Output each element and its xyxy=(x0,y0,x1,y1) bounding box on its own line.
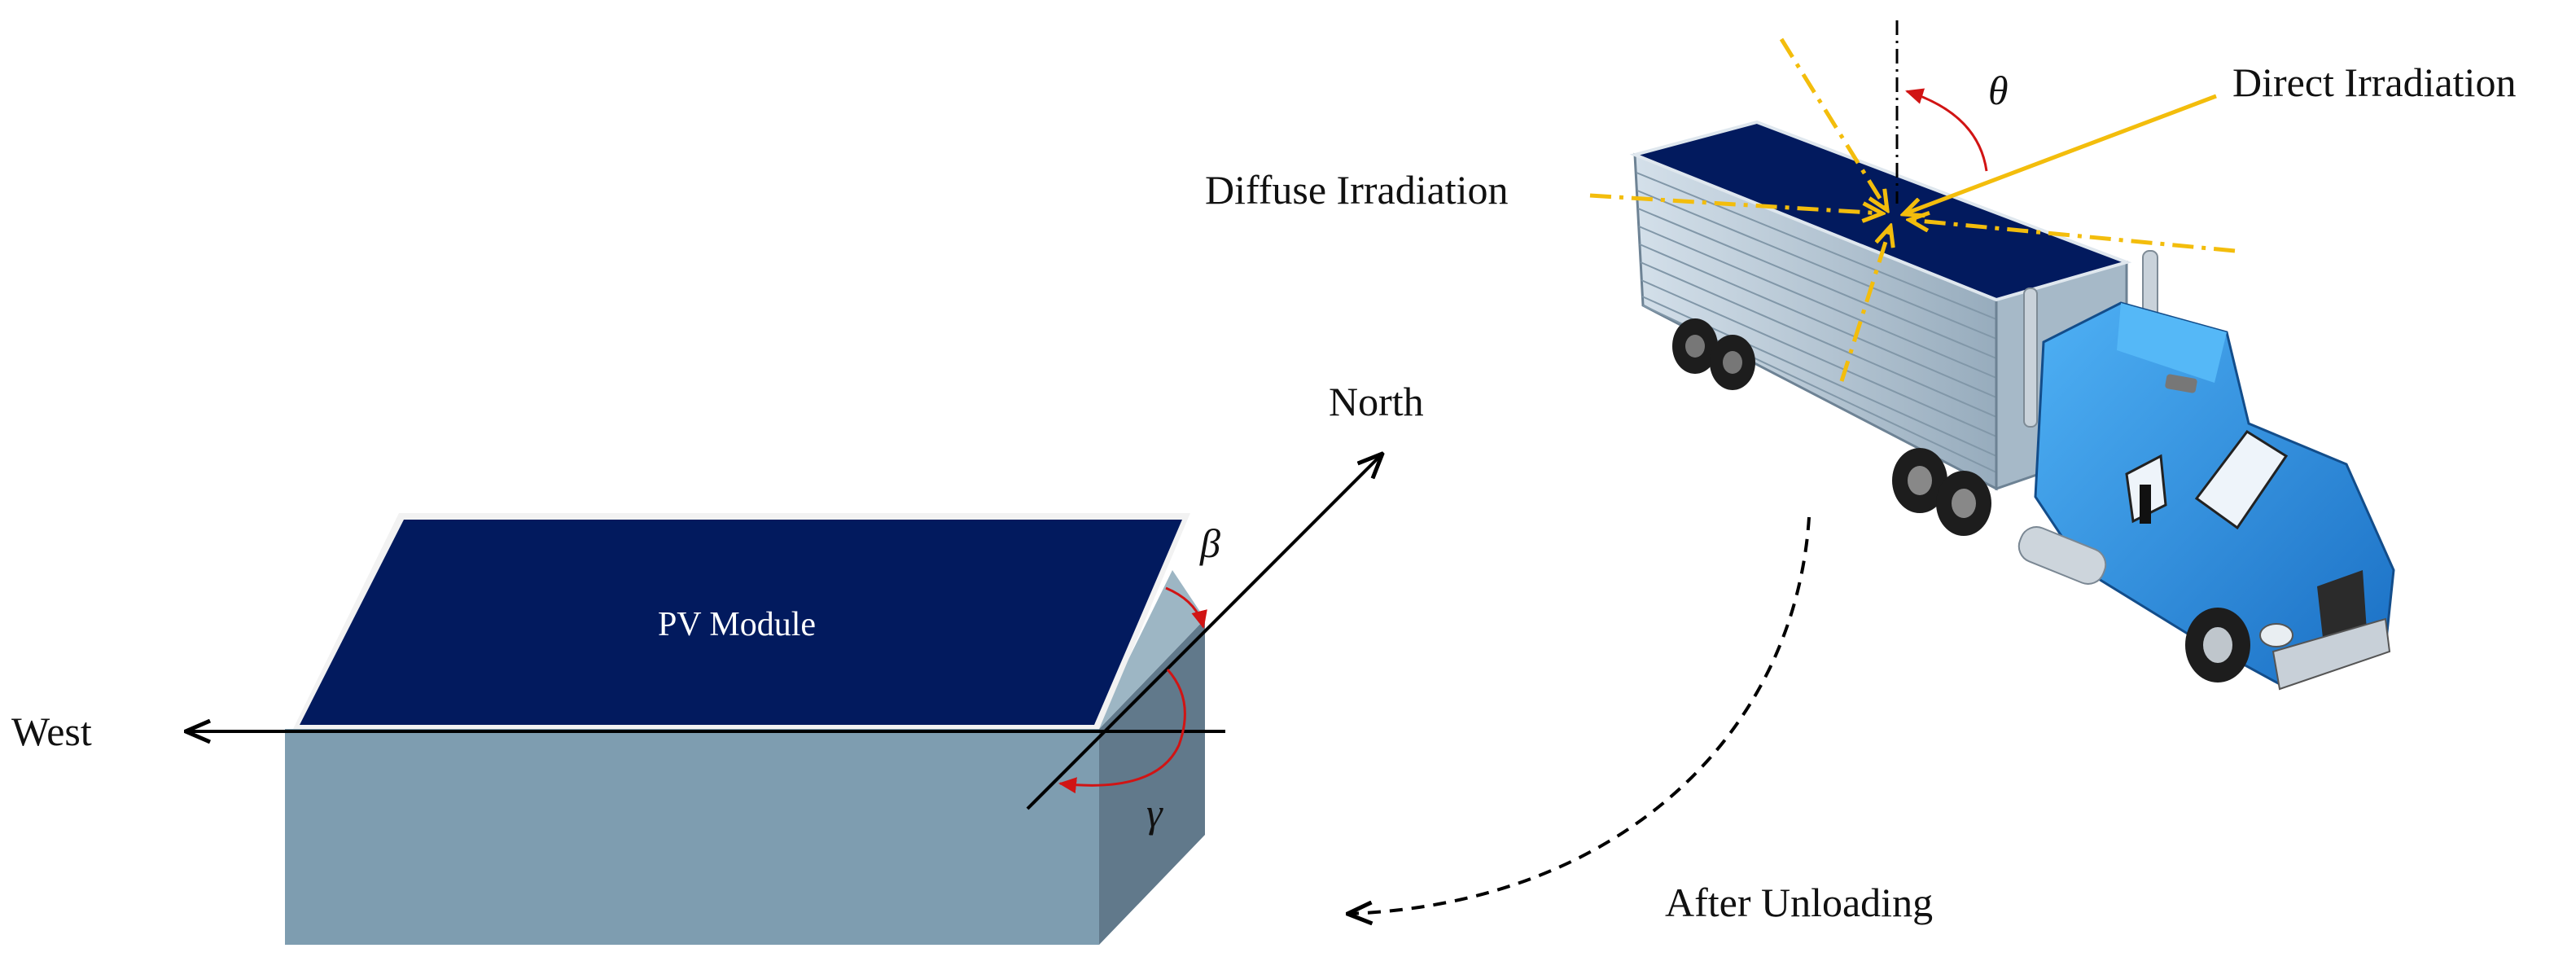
north-axis xyxy=(1026,454,1382,810)
truck-bumper xyxy=(2272,617,2391,691)
pv-module-label: PV Module xyxy=(658,606,816,643)
theta-symbol: θ xyxy=(1988,68,2009,113)
box-front-face xyxy=(285,729,1099,945)
exhaust-stack-2 xyxy=(2023,287,2038,428)
cab-roof-light xyxy=(2165,374,2197,393)
pv-box xyxy=(285,570,1205,945)
irradiation-rays xyxy=(1589,20,2236,382)
beta-angle-arc xyxy=(1165,586,1207,629)
diffuse-ray-bottom xyxy=(1839,226,1890,382)
box-side-face xyxy=(1099,619,1205,945)
after-unloading-arrow xyxy=(1347,516,1811,914)
gamma-symbol: γ xyxy=(1146,790,1163,836)
truck-windshield xyxy=(2194,430,2289,530)
theta-angle-arc xyxy=(1905,88,1988,172)
direct-irradiation-ray xyxy=(1904,94,2217,214)
diffuse-ray-top xyxy=(1779,37,1887,210)
headlight xyxy=(2259,623,2293,647)
side-mirror xyxy=(2140,485,2151,524)
cab-roof-fairing xyxy=(2117,303,2227,383)
truck-illustration xyxy=(1629,120,2395,691)
gamma-angle-arc xyxy=(1058,669,1186,794)
direct-irradiation-label: Direct Irradiation xyxy=(2232,59,2516,105)
diffuse-ray-left xyxy=(1589,193,1882,213)
pv-module xyxy=(300,520,1182,725)
after-unloading-label: After Unloading xyxy=(1665,880,1933,925)
trailer-wheels xyxy=(1672,318,1755,390)
pv-module-panel: PV Module xyxy=(293,513,1190,729)
fuel-tank xyxy=(2017,526,2107,585)
north-label: North xyxy=(1329,379,1424,424)
beta-symbol: β xyxy=(1199,520,1220,566)
diffuse-ray-right xyxy=(1909,220,2236,253)
diffuse-irradiation-label: Diffuse Irradiation xyxy=(1205,167,1509,213)
tractor-rear-wheels xyxy=(1892,448,1991,536)
box-top-face xyxy=(1099,570,1205,729)
west-label: West xyxy=(11,709,92,754)
front-wheel-hub xyxy=(2203,627,2232,663)
